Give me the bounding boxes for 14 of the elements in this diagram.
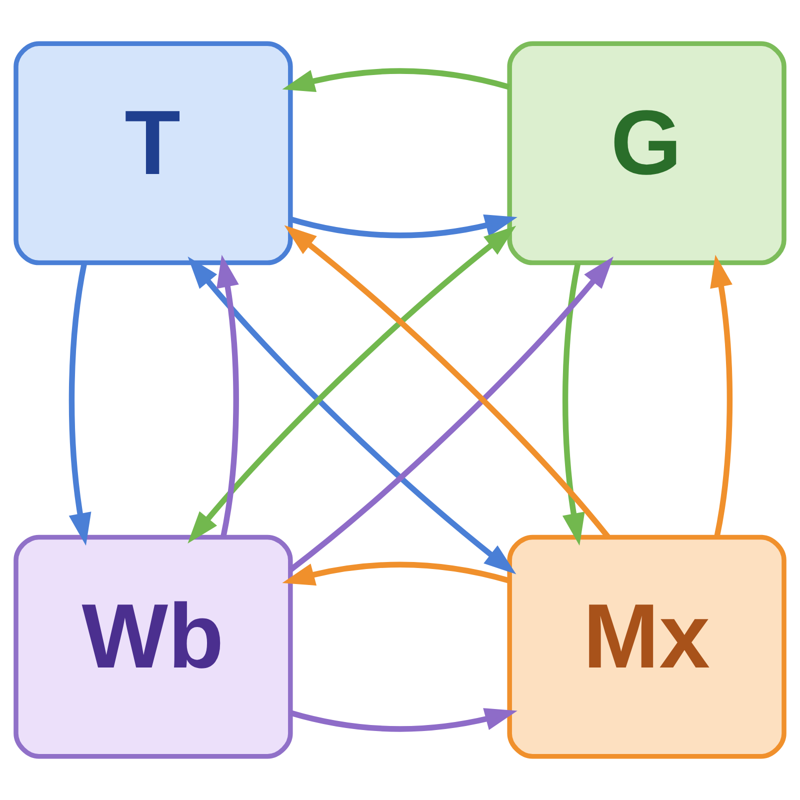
arrow xyxy=(290,708,518,732)
arrow xyxy=(188,226,516,544)
node-box: T xyxy=(14,41,293,266)
arrow xyxy=(68,262,92,546)
arrow xyxy=(710,254,732,538)
arrow xyxy=(282,68,510,92)
arrow xyxy=(282,562,510,586)
node-box: Wb xyxy=(14,534,293,759)
arrow xyxy=(216,254,239,538)
node-box: G xyxy=(507,41,786,266)
arrow xyxy=(562,262,585,546)
arrow xyxy=(290,214,518,238)
node-box: Mx xyxy=(507,534,786,759)
arrow xyxy=(188,256,516,574)
